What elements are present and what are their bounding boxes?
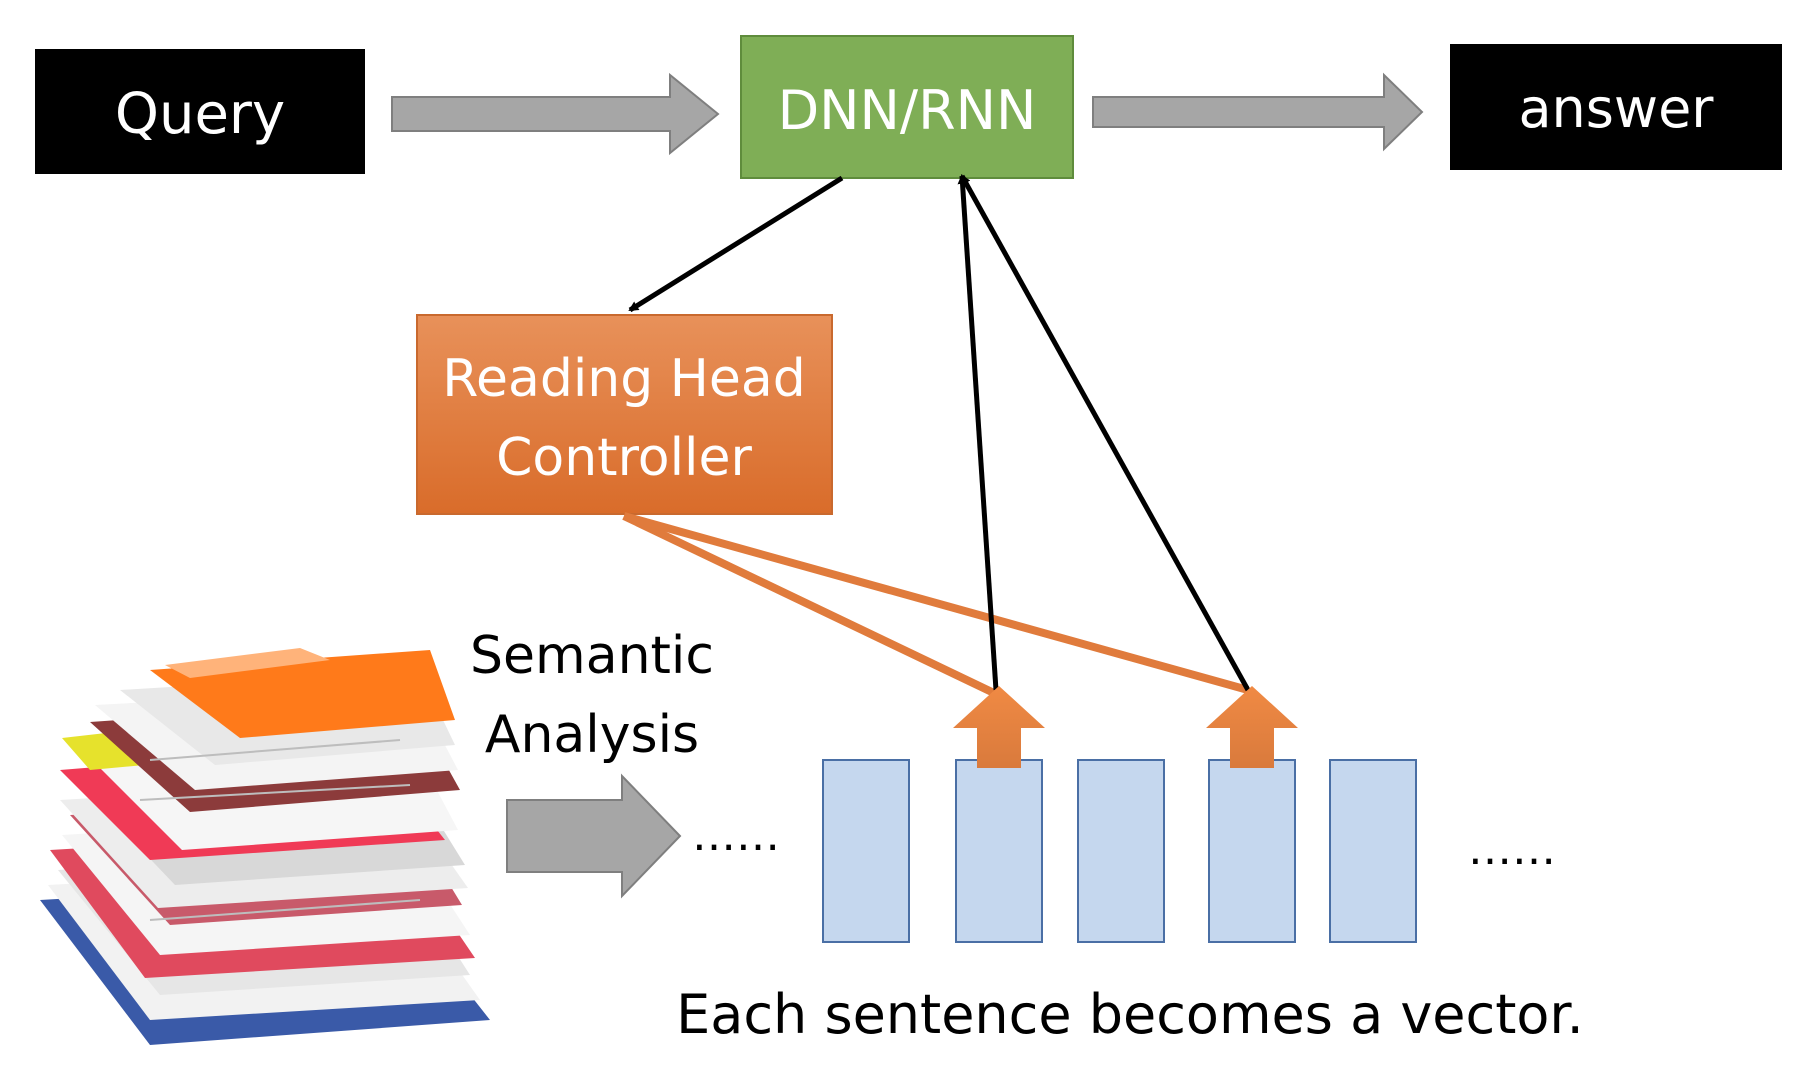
read-head-arrow <box>1206 686 1298 768</box>
link-controller-to-vector-2 <box>622 512 998 698</box>
controller-label-line1: Reading Head <box>442 349 806 409</box>
ellipsis-left: …… <box>692 810 780 861</box>
model-box: DNN/RNN <box>740 35 1074 179</box>
sentence-vector <box>1208 759 1296 943</box>
ellipsis-right: …… <box>1468 824 1556 875</box>
sentence-vectors <box>822 686 1417 943</box>
sentence-vector <box>1077 759 1165 943</box>
answer-label: answer <box>1518 77 1714 140</box>
arrow-vector-4-to-model <box>959 174 1251 692</box>
model-label: DNN/RNN <box>778 79 1037 142</box>
analysis-label-line1: Semantic <box>470 626 714 686</box>
document-stack-image <box>40 648 490 1045</box>
link-controller-to-vector-4 <box>622 512 1250 694</box>
arrow-model-to-controller <box>628 175 844 313</box>
analysis-label-line2: Analysis <box>485 705 699 765</box>
answer-box: answer <box>1450 44 1782 170</box>
arrow-vector-2-to-model <box>957 174 999 691</box>
sentence-vector <box>1329 759 1417 943</box>
gray-arrow-analysis <box>506 773 682 899</box>
gray-arrow-query-to-model <box>391 72 720 156</box>
read-head-arrow <box>953 686 1045 768</box>
gray-arrow-model-to-answer <box>1092 72 1424 152</box>
sentence-vector <box>822 759 910 943</box>
query-box: Query <box>35 49 365 174</box>
caption: Each sentence becomes a vector. <box>676 983 1584 1046</box>
sentence-vector <box>955 759 1043 943</box>
controller-label-line2: Controller <box>496 428 752 488</box>
controller-box: Reading Head Controller <box>416 314 833 515</box>
query-label: Query <box>115 82 285 147</box>
